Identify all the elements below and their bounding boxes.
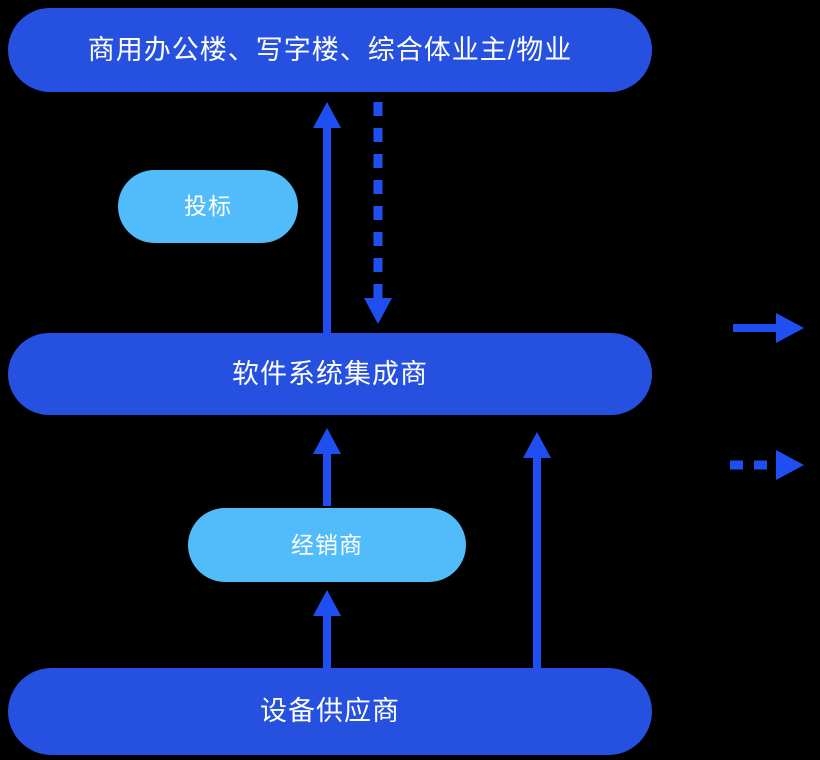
node-bidding[interactable]: 投标 [118, 170, 298, 243]
connector-integrator-to-owners-arrow [307, 100, 347, 338]
node-building-owners[interactable]: 商用办公楼、写字楼、综合体业主/物业 [8, 8, 652, 92]
legend-dashed-arrow [725, 449, 810, 481]
node-equipment-supplier[interactable]: 设备供应商 [8, 668, 652, 755]
node-distributor[interactable]: 经销商 [188, 508, 466, 582]
connector-supplier-to-integrator-arrow [517, 430, 557, 670]
connector-distributor-to-integrator-arrow [307, 426, 347, 506]
connector-owners-to-integrator-arrow [358, 100, 398, 330]
node-software-system-integrator[interactable]: 软件系统集成商 [8, 333, 652, 415]
legend-solid-arrow [728, 312, 810, 344]
connector-supplier-to-distributor-arrow [307, 588, 347, 670]
